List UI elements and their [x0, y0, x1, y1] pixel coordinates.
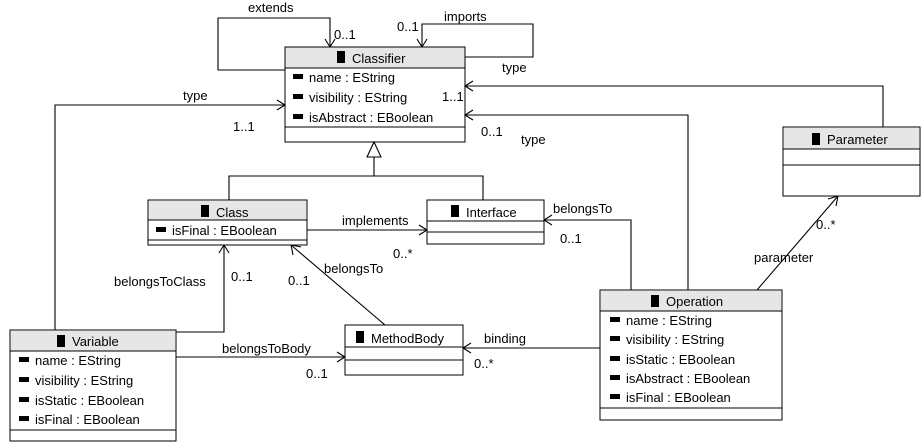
parameter-label: parameter: [754, 250, 814, 265]
attribute-icon: [19, 377, 29, 382]
class-class[interactable]: Class isFinal : EBoolean: [147, 199, 308, 246]
class-icon: [201, 205, 209, 217]
class-icon: [812, 133, 820, 145]
attribute: name : EString: [309, 70, 395, 85]
attribute: name : EString: [35, 353, 121, 368]
attribute: isFinal : EBoolean: [172, 223, 277, 238]
parameter-association: parameter 0..*: [754, 195, 839, 291]
variable-type-label: type: [183, 88, 208, 103]
belongstobody-multiplicity: 0..1: [306, 366, 328, 381]
class-icon: [651, 295, 659, 307]
class-name: Classifier: [352, 51, 406, 66]
methodbody-belongsto-association: belongsTo 0..1: [288, 244, 386, 326]
attribute: visibility : EString: [35, 373, 133, 388]
operation-belongsto-multiplicity: 0..1: [560, 231, 582, 246]
binding-association: binding 0..*: [461, 331, 600, 371]
belongstoclass-multiplicity: 0..1: [231, 269, 253, 284]
class-methodbody[interactable]: MethodBody: [344, 324, 464, 376]
belongstobody-label: belongsToBody: [222, 341, 311, 356]
binding-label: binding: [484, 331, 526, 346]
attribute-icon: [19, 416, 29, 421]
parameter-type-association: type 1..1: [442, 60, 884, 127]
class-variable[interactable]: Variable name : EString visibility : ESt…: [9, 329, 177, 442]
implements-association: implements 0..*: [307, 213, 429, 261]
class-classifier[interactable]: Classifier name : EString visibility : E…: [284, 46, 466, 143]
attribute: name : EString: [626, 313, 712, 328]
class-name: Class: [216, 205, 249, 220]
attribute: isAbstract : EBoolean: [626, 371, 750, 386]
operation-type-multiplicity: 0..1: [481, 124, 503, 139]
class-icon: [451, 205, 459, 217]
imports-association: imports 0..1: [397, 9, 534, 58]
class-name: Variable: [72, 334, 119, 349]
parameter-multiplicity: 0..*: [816, 217, 836, 232]
belongstobody-association: belongsToBody 0..1: [176, 341, 347, 381]
parameter-type-label: type: [502, 60, 527, 75]
attribute-icon: [156, 227, 166, 232]
attribute-icon: [610, 375, 620, 380]
class-interface[interactable]: Interface: [426, 199, 545, 245]
attribute-icon: [293, 94, 303, 99]
attribute: visibility : EString: [309, 90, 407, 105]
attribute: isFinal : EBoolean: [35, 412, 140, 427]
operation-type-label: type: [521, 132, 546, 147]
extends-multiplicity: 0..1: [334, 27, 356, 42]
class-icon: [337, 51, 345, 63]
imports-label: imports: [444, 9, 487, 24]
attribute: isFinal : EBoolean: [626, 390, 731, 405]
attribute-icon: [19, 357, 29, 362]
class-operation[interactable]: Operation name : EString visibility : ES…: [599, 289, 783, 421]
attribute-icon: [293, 114, 303, 119]
variable-type-association: type 1..1: [54, 88, 287, 330]
operation-belongsto-label: belongsTo: [553, 201, 612, 216]
imports-multiplicity: 0..1: [397, 19, 419, 34]
attribute-icon: [610, 336, 620, 341]
parameter-type-multiplicity: 1..1: [442, 89, 464, 104]
attribute: isStatic : EBoolean: [35, 393, 144, 408]
attribute: isAbstract : EBoolean: [309, 110, 433, 125]
attribute-icon: [19, 397, 29, 402]
implements-multiplicity: 0..*: [393, 246, 413, 261]
attribute-icon: [610, 356, 620, 361]
implements-label: implements: [342, 213, 409, 228]
operation-belongsto-association: belongsTo 0..1: [542, 201, 632, 290]
variable-type-multiplicity: 1..1: [233, 119, 255, 134]
methodbody-belongsto-label: belongsTo: [324, 261, 383, 276]
class-icon: [356, 331, 364, 343]
methodbody-belongsto-multiplicity: 0..1: [288, 273, 310, 288]
attribute: visibility : EString: [626, 332, 724, 347]
belongstoclass-association: belongsToClass 0..1: [114, 243, 253, 333]
class-name: Interface: [466, 205, 517, 220]
class-name: MethodBody: [371, 331, 444, 346]
attribute: isStatic : EBoolean: [626, 352, 735, 367]
attribute-icon: [610, 317, 620, 322]
binding-multiplicity: 0..*: [474, 356, 494, 371]
class-parameter[interactable]: Parameter: [782, 126, 921, 197]
generalization: [228, 140, 484, 200]
extends-association: extends 0..1: [217, 0, 356, 71]
class-name: Operation: [666, 294, 723, 309]
class-name: Parameter: [827, 132, 888, 147]
attribute-icon: [610, 394, 620, 399]
attribute-icon: [293, 74, 303, 79]
belongstoclass-label: belongsToClass: [114, 274, 206, 289]
extends-label: extends: [248, 0, 294, 15]
class-icon: [57, 335, 65, 347]
